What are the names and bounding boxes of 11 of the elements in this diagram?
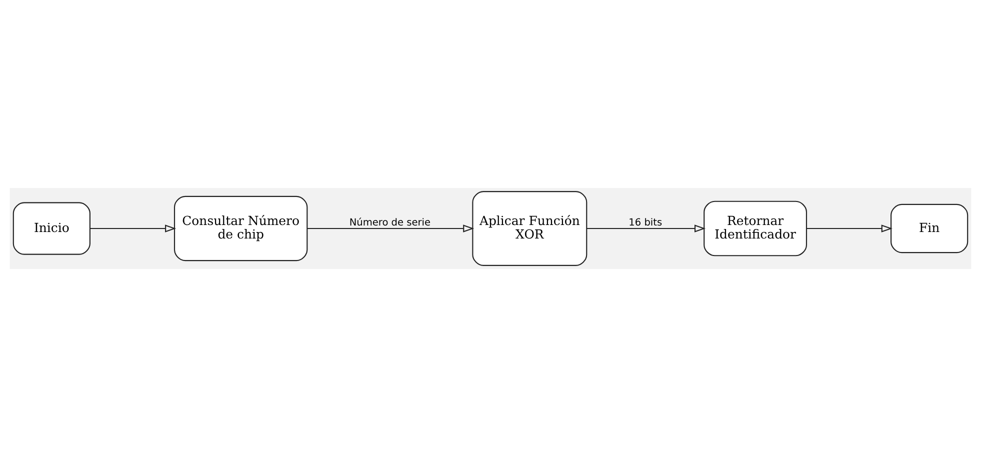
edge-label: Número de serie	[349, 218, 431, 229]
arrow	[90, 224, 176, 232]
node-box: Consultar Número de chip	[174, 196, 308, 262]
arrow	[806, 224, 892, 232]
node-box: Inicio	[12, 202, 90, 255]
arrow	[307, 224, 474, 232]
arrow	[586, 224, 706, 232]
node-box: Aplicar Función XOR	[472, 191, 588, 266]
edge-label: 16 bits	[628, 218, 662, 229]
node-box: Fin	[890, 204, 968, 254]
node-box: Retornar Identificador	[704, 200, 808, 256]
